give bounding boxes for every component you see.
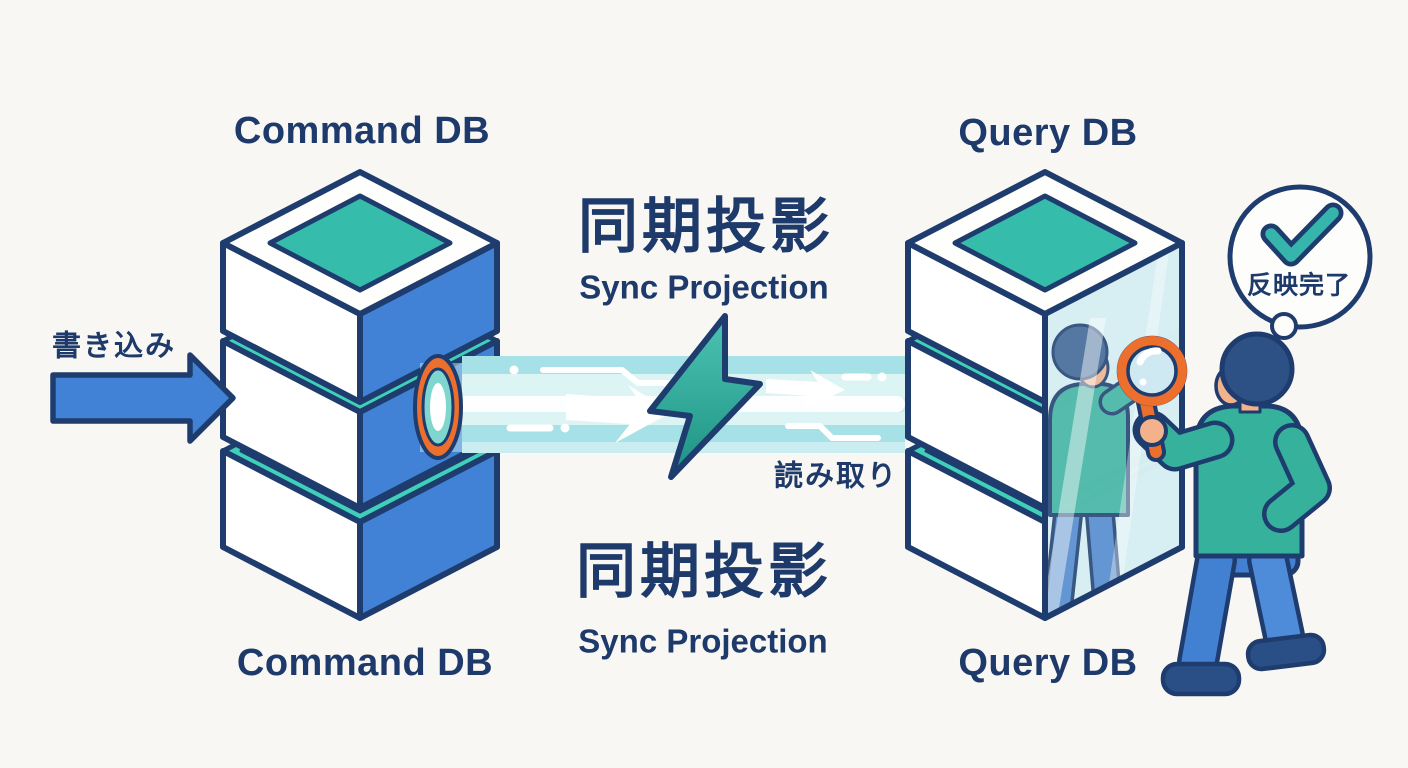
command-db-title-bottom: Command DB	[236, 642, 494, 684]
sync-projection-en-top: Sync Projection	[579, 268, 829, 306]
person-head	[1214, 331, 1295, 414]
query-db-title-bottom: Query DB	[958, 642, 1138, 684]
query-db-graphic	[905, 169, 1185, 621]
sync-projection-jp-bottom: 同期投影	[576, 538, 832, 605]
sync-projection-en-bottom: Sync Projection	[578, 622, 828, 660]
magnifying-glass-icon	[1116, 335, 1188, 462]
check-icon	[1260, 202, 1344, 267]
lightning-bolt-icon	[647, 313, 763, 480]
beam-speed-arrow	[566, 385, 672, 443]
query-db-title-top: Query DB	[958, 112, 1138, 154]
person-shoe	[1160, 661, 1242, 697]
write-label: 書き込み	[51, 330, 177, 363]
beam-speed-arrow	[766, 370, 845, 411]
write-arrow-icon	[50, 352, 236, 444]
read-label: 読み取り	[773, 460, 899, 493]
command-db-title-top: Command DB	[233, 110, 491, 152]
person-left-arm	[1262, 423, 1332, 533]
sync-projection-jp-top: 同期投影	[578, 193, 834, 260]
person-hand	[1136, 415, 1168, 447]
person-figure	[1116, 331, 1332, 697]
person-shoe	[1245, 632, 1327, 672]
reflection-done-label: 反映完了	[1246, 271, 1352, 300]
person-legs	[1160, 527, 1327, 697]
projector-lens-icon	[413, 354, 463, 460]
command-db-layer-top	[220, 169, 500, 405]
